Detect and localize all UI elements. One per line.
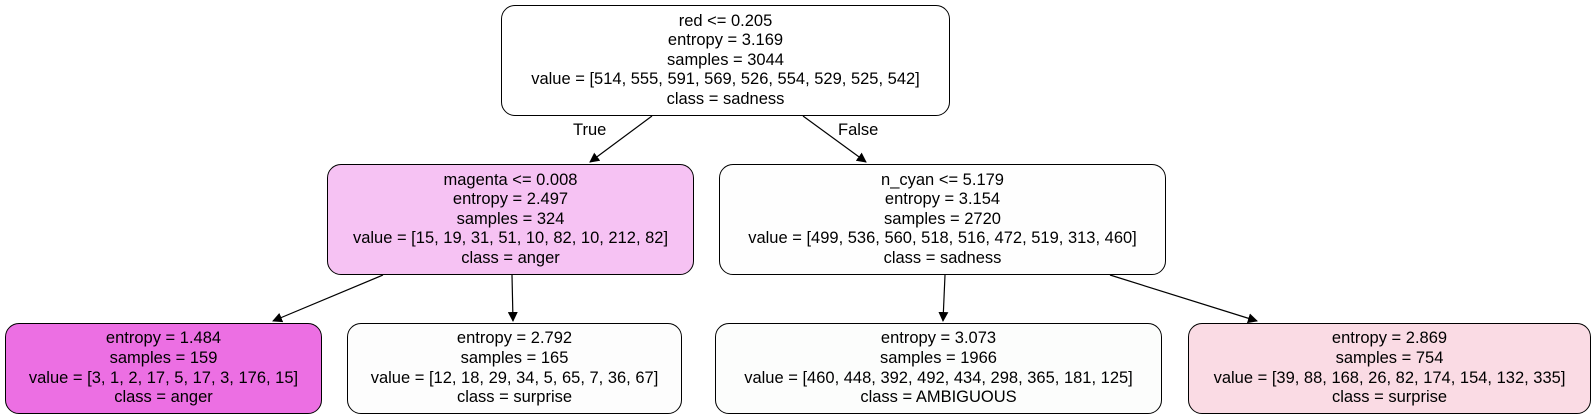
node-class-text: class = sadness (883, 248, 1002, 267)
edge-n2-to-n5 (938, 274, 949, 322)
node-samples-text: samples = 324 (456, 209, 565, 228)
node-split-text: magenta <= 0.008 (443, 170, 578, 189)
tree-node-n-cyan-split: n_cyan <= 5.179 entropy = 3.154 samples … (719, 164, 1166, 275)
tree-node-root: red <= 0.205 entropy = 3.169 samples = 3… (501, 5, 950, 116)
tree-leaf-ambiguous: entropy = 3.073 samples = 1966 value = [… (715, 323, 1162, 414)
node-entropy-text: entropy = 2.497 (452, 190, 569, 209)
edge-label-true: True (573, 121, 607, 139)
edge-n1-to-n4 (507, 274, 518, 322)
edge-n2-to-n6 (1109, 274, 1258, 324)
node-class-text: class = surprise (1331, 388, 1448, 407)
node-entropy-text: entropy = 3.169 (667, 31, 784, 50)
tree-node-magenta-split: magenta <= 0.008 entropy = 2.497 samples… (327, 164, 694, 275)
node-entropy-text: entropy = 2.792 (456, 329, 573, 348)
node-samples-text: samples = 754 (1335, 348, 1444, 367)
node-value-text: value = [15, 19, 31, 51, 10, 82, 10, 212… (352, 229, 669, 248)
node-entropy-text: entropy = 1.484 (105, 329, 222, 348)
node-value-text: value = [514, 555, 591, 569, 526, 554, 5… (531, 70, 920, 89)
node-samples-text: samples = 165 (460, 348, 569, 367)
node-samples-text: samples = 3044 (667, 50, 784, 69)
node-class-text: class = surprise (456, 388, 573, 407)
node-value-text: value = [39, 88, 168, 26, 82, 174, 154, … (1213, 368, 1566, 387)
tree-leaf-anger: entropy = 1.484 samples = 159 value = [3… (5, 323, 322, 414)
node-value-text: value = [12, 18, 29, 34, 5, 65, 7, 36, 6… (370, 368, 659, 387)
tree-leaf-surprise-left: entropy = 2.792 samples = 165 value = [1… (347, 323, 682, 414)
node-class-text: class = AMBIGUOUS (860, 388, 1017, 407)
node-split-text: red <= 0.205 (678, 11, 773, 30)
node-value-text: value = [460, 448, 392, 492, 434, 298, 3… (744, 368, 1133, 387)
node-entropy-text: entropy = 3.154 (884, 190, 1001, 209)
node-split-text: n_cyan <= 5.179 (881, 170, 1004, 189)
node-class-text: class = anger (461, 248, 560, 267)
node-samples-text: samples = 1966 (880, 348, 997, 367)
node-value-text: value = [3, 1, 2, 17, 5, 17, 3, 176, 15] (28, 368, 299, 387)
node-class-text: class = sadness (666, 89, 785, 108)
node-entropy-text: entropy = 3.073 (880, 329, 997, 348)
node-class-text: class = anger (114, 388, 213, 407)
node-entropy-text: entropy = 2.869 (1331, 329, 1448, 348)
edge-n1-to-n3 (272, 274, 384, 323)
tree-leaf-surprise-right: entropy = 2.869 samples = 754 value = [3… (1188, 323, 1591, 414)
node-value-text: value = [499, 536, 560, 518, 516, 472, 5… (748, 229, 1137, 248)
edge-label-false: False (838, 121, 879, 139)
node-samples-text: samples = 2720 (884, 209, 1001, 228)
node-samples-text: samples = 159 (109, 348, 218, 367)
